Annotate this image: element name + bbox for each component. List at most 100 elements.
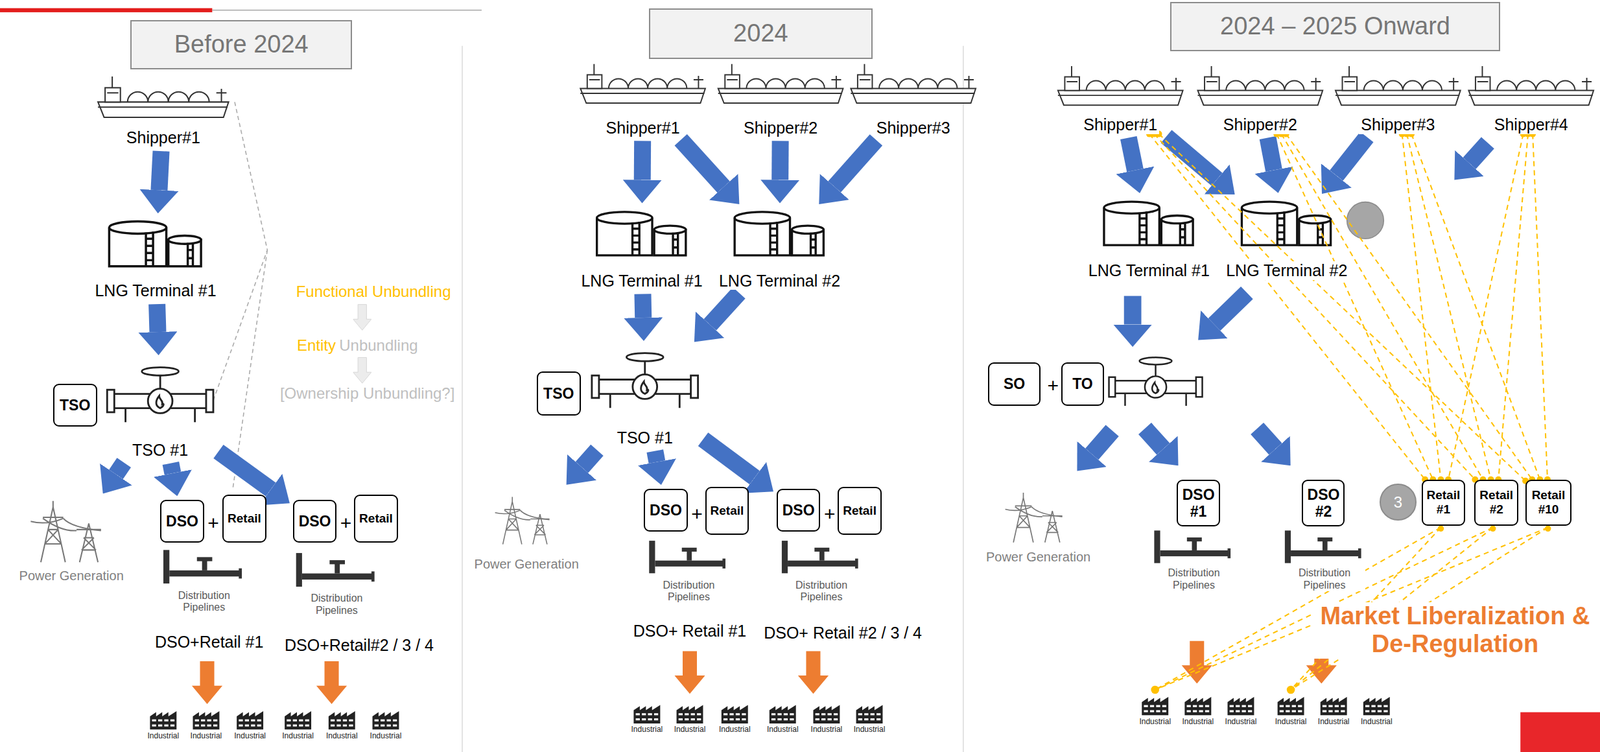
- bracket-line: [211, 101, 268, 490]
- flow-arrow: [218, 451, 271, 491]
- tower-icon: [494, 496, 550, 544]
- flow-arrow: [1144, 428, 1164, 449]
- node-label: TSO: [59, 396, 91, 414]
- dashed-link: [1281, 134, 1484, 480]
- flow-arrow: [703, 439, 756, 478]
- node-label: Retail #10: [1528, 488, 1569, 517]
- label-box: TO: [1061, 362, 1105, 407]
- flow-arrow: [709, 293, 740, 325]
- node-label: Power Generation: [984, 549, 1093, 565]
- icon-node: TSO #1: [105, 359, 216, 460]
- node-label: DSO: [298, 512, 332, 530]
- node-label: TO: [1072, 375, 1094, 393]
- node-label: Shipper#3: [1358, 115, 1437, 135]
- tank-icon: [1104, 201, 1193, 246]
- ship-icon: [1198, 66, 1324, 106]
- flow-arrow: [634, 293, 652, 318]
- pipeline-icon: [163, 549, 242, 584]
- tower-icon: [1004, 492, 1062, 543]
- dashed-link: [1498, 134, 1529, 480]
- icon-caption: Industrial: [851, 725, 888, 735]
- node-label: LNG Terminal #1: [92, 281, 218, 301]
- pipeline-icon: [781, 540, 859, 574]
- node-label: Shipper#2: [1221, 115, 1300, 135]
- dashed-link: [1448, 134, 1524, 480]
- flow-arrow: [116, 462, 124, 475]
- label-box: TSO: [536, 371, 581, 416]
- dashed-link: [1286, 134, 1533, 480]
- flow-arrow: [218, 451, 271, 491]
- node-label: Shipper#2: [741, 118, 820, 138]
- node-label: Shipper#3: [874, 118, 953, 138]
- supply-arrow: [1181, 640, 1213, 684]
- dashed-link: [1402, 134, 1442, 480]
- ship-icon: [850, 64, 976, 104]
- flow-arrow: [680, 140, 724, 188]
- annotation: DSO+ Retail #2 / 3 / 4: [761, 623, 924, 643]
- dashed-link: [1282, 130, 1536, 483]
- label-box: TSO: [53, 383, 98, 427]
- flow-arrow: [779, 140, 781, 180]
- panel-divider: [461, 46, 463, 752]
- factory-icon: [769, 705, 797, 724]
- node-label: Distribution Pipelines: [1283, 567, 1366, 592]
- node-label: Shipper#4: [1492, 115, 1571, 135]
- flow-arrow: [680, 140, 724, 188]
- factory-icon: [1277, 696, 1305, 716]
- node-label: LNG Terminal #1: [578, 271, 705, 291]
- node-label: Retail: [227, 511, 262, 526]
- flow-arrow: [1336, 136, 1367, 176]
- icon-node: Power Generation: [15, 497, 128, 584]
- factory-icon: [149, 711, 177, 730]
- flow-arrow: [634, 140, 651, 180]
- label-box: Retail #2: [1474, 479, 1519, 526]
- icon-node: LNG Terminal #1: [576, 207, 706, 291]
- step-arrow: [353, 304, 372, 331]
- icon-node: Shipper#2: [714, 58, 848, 137]
- label-box: Retail: [837, 486, 882, 535]
- flow-arrow: [834, 140, 876, 187]
- flow-arrow: [1268, 137, 1274, 170]
- tank-icon: [734, 211, 824, 256]
- flow-arrow: [1091, 430, 1112, 454]
- dashed-link: [1399, 130, 1445, 483]
- dashed-link: [1411, 134, 1540, 480]
- ship-icon: [718, 64, 844, 104]
- pipeline-node: Distribution Pipelines: [647, 538, 730, 604]
- ship-icon: [1335, 66, 1461, 106]
- node-label: 3: [1393, 493, 1403, 512]
- callout-circle: 3: [1379, 483, 1417, 521]
- node-label: Retail: [359, 511, 393, 526]
- factory-icon: [812, 705, 840, 724]
- icon-caption: Industrial: [368, 731, 404, 742]
- dashed-link: [1149, 134, 1425, 480]
- factory-icon: [1227, 696, 1254, 716]
- factory-icon: [1184, 696, 1212, 716]
- flow-arrow: [709, 293, 740, 325]
- pipeline-node: Distribution Pipelines: [1153, 528, 1236, 592]
- factory-icon: [633, 705, 660, 724]
- flow-arrow: [1166, 136, 1217, 179]
- node-label: LNG Terminal #2: [717, 271, 843, 291]
- pipeline-icon: [1153, 530, 1231, 563]
- node-label: DSO: [165, 512, 199, 530]
- icon-node: TSO #1: [589, 344, 701, 448]
- flow-arrow: [641, 140, 643, 180]
- node-label: LNG Terminal #1: [1086, 261, 1212, 281]
- icon-caption: Industrial: [232, 731, 268, 742]
- accent-bar: [0, 8, 212, 13]
- icon-node: Shipper#3: [1331, 60, 1465, 134]
- node-label: Power Generation: [472, 556, 581, 572]
- node-label: TSO #1: [130, 440, 190, 460]
- ship-icon: [580, 64, 706, 104]
- label-box: Retail: [353, 494, 399, 543]
- node-label: TSO: [543, 385, 574, 402]
- icon-node: Shipper#3: [849, 58, 978, 137]
- annotation: DSO+Retail #1: [152, 632, 266, 652]
- annotation: DSO+Retail#2 / 3 / 4: [282, 635, 436, 655]
- tank-icon: [1241, 201, 1331, 246]
- label-box: SO: [988, 362, 1042, 407]
- flow-arrow: [158, 151, 161, 190]
- link-dot: [1150, 685, 1160, 695]
